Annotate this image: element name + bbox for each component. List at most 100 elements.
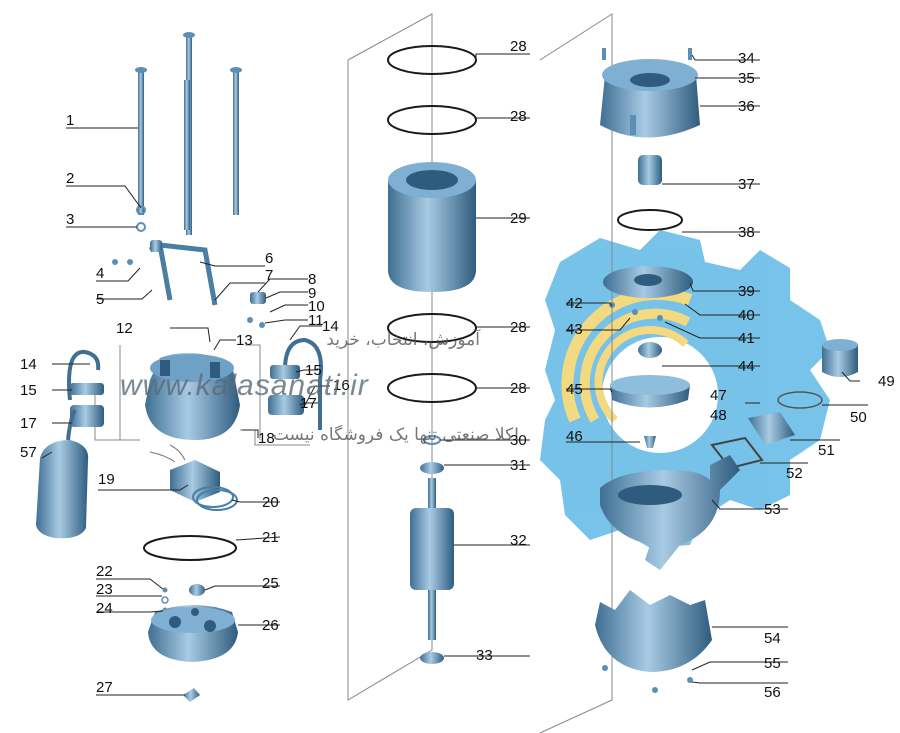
left-assembly [36, 32, 323, 702]
oring-50 [777, 391, 823, 409]
flange-36 [600, 75, 700, 138]
part-label: 12 [116, 320, 133, 337]
sleeve-44 [638, 342, 662, 358]
part-label: 8 [308, 271, 316, 288]
part-label: 44 [738, 358, 755, 375]
part-label: 32 [510, 532, 527, 549]
part-label: 43 [566, 321, 583, 338]
right-assembly [595, 48, 858, 693]
nut-46 [644, 436, 656, 448]
part-label: 35 [738, 70, 755, 87]
rotor-32 [410, 508, 454, 590]
seal-37 [638, 155, 662, 185]
base-54 [595, 590, 712, 672]
part-label: 33 [476, 647, 493, 664]
rod-2 [184, 80, 190, 230]
key-27 [183, 688, 200, 702]
frame-lines [94, 13, 613, 733]
part-label: 7 [265, 267, 273, 284]
float-gland-17 [70, 405, 104, 427]
part-label: 47 [710, 387, 727, 404]
part-label: 46 [566, 428, 583, 445]
part-label: 40 [738, 307, 755, 324]
part-label: 56 [764, 684, 781, 701]
part-label: 1 [66, 112, 74, 129]
part-label: 41 [738, 330, 755, 347]
watermark-site: www.kalasanati.ir [120, 369, 369, 402]
flange-51 [748, 412, 795, 445]
oring-38 [617, 209, 683, 231]
part-label: 50 [850, 409, 867, 426]
part-label: 2 [66, 170, 74, 187]
part-label: 4 [96, 265, 104, 282]
part-label: 48 [710, 407, 727, 424]
part-label: 21 [262, 529, 279, 546]
rod-1 [138, 70, 144, 215]
part-label: 36 [738, 98, 755, 115]
float-switch-57 [36, 440, 89, 539]
part-label: 57 [20, 444, 37, 461]
part-label: 13 [236, 332, 253, 349]
bearing-31 [420, 462, 444, 474]
part-label: 45 [566, 381, 583, 398]
bearing-33 [420, 652, 444, 664]
watermark-slogan-top: آموزش، انتخاب، خرید [326, 328, 481, 350]
part-label: 15 [20, 382, 37, 399]
part-label: 19 [98, 471, 115, 488]
gland-15-right [270, 365, 300, 379]
float-gland-15 [70, 383, 104, 395]
part-label: 55 [764, 655, 781, 672]
oring-28-c [387, 313, 477, 343]
cable-14-right [283, 337, 323, 430]
part-label: 14 [20, 356, 37, 373]
leader-lines [41, 53, 868, 696]
part-label: 49 [878, 373, 895, 390]
part-label: 23 [96, 581, 113, 598]
part-label: 14 [322, 318, 339, 335]
part-label: 42 [566, 295, 583, 312]
part-label: 53 [764, 501, 781, 518]
part-label: 20 [262, 494, 279, 511]
stator-29 [388, 180, 476, 292]
part-label: 31 [510, 457, 527, 474]
part-label: 28 [510, 319, 527, 336]
oring-28-b [387, 105, 477, 135]
part-label: 15 [305, 362, 322, 379]
nipple-49 [822, 345, 858, 377]
part-labels: 1 2 3 4 5 6 7 8 9 10 11 12 13 14 15 16 1… [20, 38, 895, 701]
part-label: 3 [66, 211, 74, 228]
shaft-top [428, 478, 436, 508]
shaft-bottom [428, 590, 436, 640]
part-label: 28 [510, 38, 527, 55]
middle-assembly [387, 45, 477, 664]
part-label: 28 [510, 380, 527, 397]
ring-20 [192, 486, 234, 508]
part-label: 54 [764, 630, 781, 647]
part-label: 18 [258, 430, 275, 447]
part-label: 34 [738, 50, 755, 67]
part-label: 6 [265, 250, 273, 267]
part-label: 27 [96, 679, 113, 696]
part-label: 22 [96, 563, 113, 580]
part-label: 30 [510, 432, 527, 449]
washer-3 [136, 222, 146, 232]
watermark-text: آموزش، انتخاب، خرید www.kalasanati.ir کل… [120, 328, 520, 445]
washer-2 [136, 205, 146, 215]
part-label: 10 [308, 298, 325, 315]
watermark-slogan-bottom: کلا صنعتی تنها یک فروشگاه نیست! [273, 424, 520, 445]
part-label: 28 [510, 108, 527, 125]
part-label: 24 [96, 600, 113, 617]
part-label: 52 [786, 465, 803, 482]
part-label: 26 [262, 617, 279, 634]
part-label: 38 [738, 224, 755, 241]
rod-3 [233, 70, 239, 215]
gland-17-right [268, 395, 304, 415]
part-label: 11 [308, 312, 324, 329]
part-label: 51 [818, 442, 835, 459]
clamp-9 [150, 240, 162, 252]
part-label: 17 [300, 395, 317, 412]
bushing-25 [189, 584, 205, 596]
part-label: 37 [738, 176, 755, 193]
part-label: 17 [20, 415, 37, 432]
